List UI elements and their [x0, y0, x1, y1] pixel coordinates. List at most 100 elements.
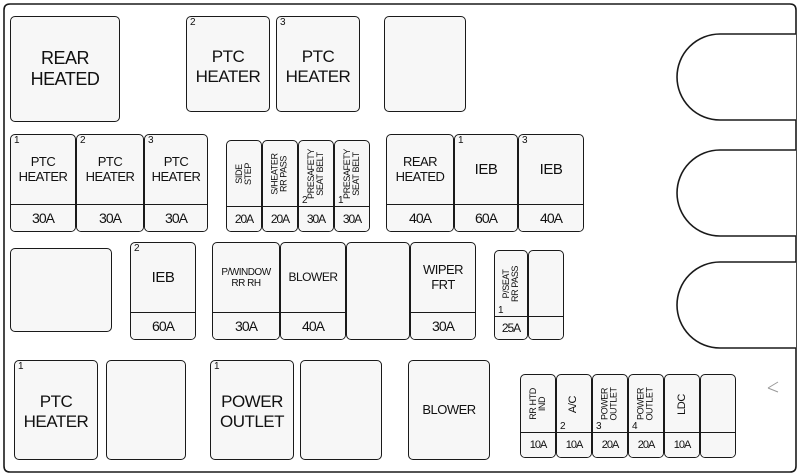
amp-slot-empty [529, 316, 563, 339]
fuse-slot-empty [346, 242, 410, 340]
label-line: OUTLET [219, 412, 285, 431]
label-line: OUTLET [608, 387, 619, 421]
fuse-number: 2 [80, 135, 86, 146]
label-line: A/C [567, 395, 580, 413]
amp-rating: 40A [281, 312, 345, 339]
label-line: RR PASS [510, 265, 521, 303]
fuse-ieb-3-40a: 3 IEB 40A [518, 134, 584, 232]
fuse-number: 3 [522, 135, 528, 146]
fuse-number: 1 [498, 305, 504, 316]
label-line: HEATER [195, 67, 261, 86]
label-line: HEATER [23, 412, 89, 431]
fuse-slot-empty [528, 250, 564, 340]
fuse-number: 1 [338, 195, 344, 206]
fuse-number: 3 [148, 135, 154, 146]
label-line: FRT [431, 277, 455, 292]
label-line: HEATER [18, 169, 68, 184]
label-line: HEATER [85, 169, 135, 184]
amp-rating: 30A [11, 204, 75, 231]
label-line: PTC [30, 154, 56, 170]
label-line: IEB [151, 269, 175, 287]
fuse-ac-10a: 2 A/C 10A [556, 374, 592, 458]
fuse-number: 3 [280, 17, 286, 28]
fuse-ldc-10a: LDC 10A [664, 374, 700, 458]
fuse-p-window-rr-rh-30a: P/WINDOW RR RH 30A [212, 242, 280, 340]
fuse-slot-empty [106, 360, 186, 460]
fuse-rear-heated-40a: REAR HEATED 40A [386, 134, 454, 232]
amp-rating: 25A [495, 316, 527, 339]
fuse-ieb-1-60a: 1 IEB 60A [454, 134, 518, 232]
fuse-number: 1 [214, 361, 220, 372]
fuse-blower-bottom: BLOWER [408, 360, 490, 460]
amp-rating: 10A [665, 432, 699, 457]
label-line: REAR [40, 48, 90, 69]
amp-rating: 40A [387, 204, 453, 231]
amp-rating: 20A [263, 206, 297, 231]
fuse-number: 2 [560, 421, 566, 432]
amp-rating: 30A [145, 204, 207, 231]
fuse-ptc-heater-3-top: 3 PTC HEATER [276, 16, 360, 112]
amp-rating: 30A [213, 312, 279, 339]
label-line: IEB [474, 161, 498, 179]
amp-rating: 60A [131, 312, 195, 339]
fuse-ptc-heater-1-bottom: 1 PTC HEATER [14, 360, 98, 460]
label-line: BLOWER [288, 270, 338, 285]
amp-rating: 10A [557, 432, 591, 457]
amp-slot-empty [701, 432, 735, 457]
fuse-slot-empty [700, 374, 736, 458]
amp-rating: 60A [455, 204, 517, 231]
fuse-ptc-heater-3-30a: 3 PTC HEATER 30A [144, 134, 208, 232]
amp-rating: 30A [335, 206, 369, 231]
fuse-number: 1 [18, 361, 24, 372]
label-line: STEP [242, 163, 253, 185]
fuse-ptc-heater-2-top: 2 PTC HEATER [186, 16, 270, 112]
corner-arrow-icon [767, 381, 779, 393]
label-line: REAR [402, 154, 438, 170]
fuse-number: 4 [632, 421, 638, 432]
fuse-ptc-heater-1-30a: 1 PTC HEATER 30A [10, 134, 76, 232]
fuse-number: 2 [134, 243, 140, 254]
fuse-ieb-2-60a: 2 IEB 60A [130, 242, 196, 340]
fuse-wiper-frt-30a: WIPER FRT 30A [410, 242, 476, 340]
fuse-power-outlet-1: 1 POWER OUTLET [210, 360, 294, 460]
fuse-number: 1 [14, 135, 20, 146]
fuse-number: 3 [596, 421, 602, 432]
label-line: PTC [39, 392, 73, 412]
label-line: IND [536, 396, 547, 412]
amp-rating: 10A [521, 432, 555, 457]
fuse-slot-empty [10, 248, 112, 332]
amp-rating: 30A [411, 312, 475, 339]
label-line: P/WINDOW [221, 266, 271, 278]
amp-rating: 40A [519, 204, 583, 231]
label-line: HEATER [151, 169, 201, 184]
label-line: LDC [675, 393, 688, 415]
fuse-number: 1 [458, 135, 464, 146]
label-line: SEAT BELT [351, 152, 362, 196]
fuse-slot-empty [300, 360, 382, 460]
amp-rating: 20A [227, 206, 261, 231]
label-line: OUTLET [644, 387, 655, 421]
fuse-ptc-heater-2-30a: 2 PTC HEATER 30A [76, 134, 144, 232]
label-line: HEATED [395, 169, 445, 184]
label-line: RR RH [231, 278, 261, 289]
label-line: PTC [163, 154, 189, 170]
amp-rating: 30A [299, 206, 333, 231]
label-line: HEATER [285, 67, 351, 86]
label-line: POWER [221, 392, 283, 412]
label-line: HEATED [30, 69, 100, 89]
fuse-number: 2 [190, 17, 196, 28]
amp-rating: 20A [629, 432, 663, 457]
amp-rating: 20A [593, 432, 627, 457]
label-line: RR PASS [279, 155, 289, 193]
fuse-slot-empty [384, 16, 466, 112]
